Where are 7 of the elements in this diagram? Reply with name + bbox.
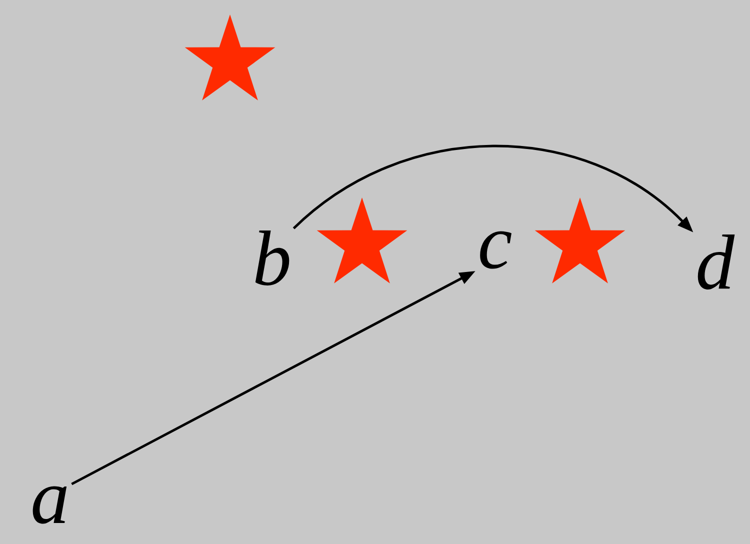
star-shape (316, 198, 408, 284)
letter-label: a (32, 486, 67, 524)
letter-label: b (255, 230, 290, 286)
star-shape (184, 14, 276, 100)
letter-label: d (698, 234, 735, 290)
letter-label: c (480, 231, 512, 269)
star-shape (534, 198, 626, 284)
